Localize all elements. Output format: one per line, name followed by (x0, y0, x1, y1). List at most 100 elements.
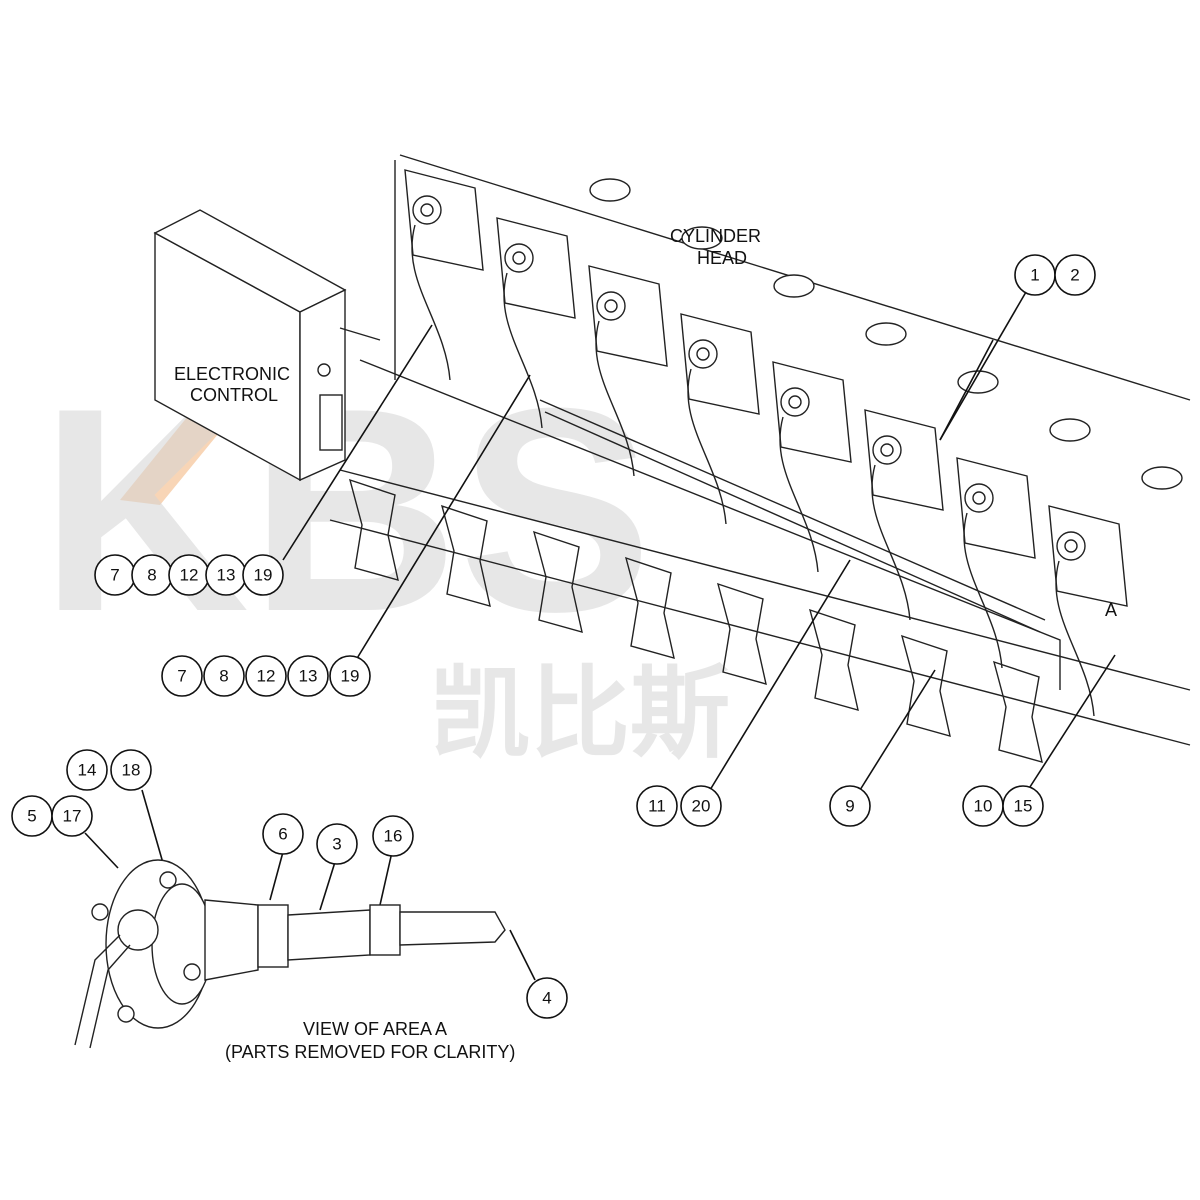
injector-port-icon (412, 195, 442, 225)
callout-number-4: 4 (542, 989, 551, 1008)
callout-balloon-7 (161, 655, 203, 697)
block-panel (624, 556, 675, 659)
callout-number-16: 16 (384, 827, 403, 846)
callout-number-20: 20 (692, 797, 711, 816)
injector-port-center (604, 299, 618, 313)
callout-balloon-15 (1002, 785, 1044, 827)
callout-balloon-3 (316, 823, 358, 865)
callout-balloon-2 (1054, 254, 1096, 296)
head-bolt-boss (1141, 466, 1183, 490)
callout-balloon-17 (51, 795, 93, 837)
callout-number-12: 12 (257, 667, 276, 686)
block-panel (440, 504, 491, 607)
view-caption-line2: (PARTS REMOVED FOR CLARITY) (225, 1042, 515, 1062)
engine-block (329, 154, 1191, 763)
fuel-line (871, 464, 911, 621)
leader-10-15 (1027, 654, 1116, 791)
block-panel (992, 660, 1043, 763)
injector-port-center (420, 203, 434, 217)
callout-balloon-18 (110, 749, 152, 791)
callout-balloon-13 (287, 655, 329, 697)
leader-6 (269, 851, 284, 901)
callout-balloon-16 (372, 815, 414, 857)
control-box-port (317, 363, 331, 377)
leader-14-18 (141, 789, 166, 871)
flange-bolt-top (159, 871, 177, 889)
leader-4 (509, 929, 536, 981)
engine-body-edge (359, 359, 1061, 690)
area-a-marker: A (1105, 600, 1117, 620)
callout-number-17: 17 (63, 807, 82, 826)
flange-bolt-right (183, 963, 201, 981)
injector-tip (399, 911, 506, 946)
head-bolt-boss (589, 178, 631, 202)
callout-number-13: 13 (217, 566, 236, 585)
head-bolt-boss (681, 226, 723, 250)
injector-port-icon (780, 387, 810, 417)
leader-1-2-b (939, 339, 994, 441)
callout-number-15: 15 (1014, 797, 1033, 816)
head-bolt-boss (1049, 418, 1091, 442)
fuel-line (963, 512, 1003, 669)
injector-port-center (512, 251, 526, 265)
fuel-rail (539, 399, 1046, 621)
flange-bolt-bottom (117, 1005, 135, 1023)
callout-number-7: 7 (110, 566, 119, 585)
fuel-line (411, 224, 451, 381)
fuel-line (1055, 560, 1095, 717)
electronic-label-line1: ELECTRONIC (174, 364, 290, 384)
callout-number-10: 10 (974, 797, 993, 816)
block-panel (716, 582, 767, 685)
callout-number-19: 19 (254, 566, 273, 585)
fuel-line (779, 416, 819, 573)
fuel-line (595, 320, 635, 477)
injector-port-center (696, 347, 710, 361)
block-panel (348, 478, 399, 581)
head-bolt-boss (865, 322, 907, 346)
leader-3 (319, 861, 336, 911)
callout-balloon-12 (245, 655, 287, 697)
flange-bolt-left (91, 903, 109, 921)
injector-port-icon (504, 243, 534, 273)
fuel-line (503, 272, 543, 429)
control-box-connectors (319, 394, 343, 451)
callout-number-5: 5 (27, 807, 36, 826)
callout-balloon-6 (262, 813, 304, 855)
head-bolt-boss (773, 274, 815, 298)
leader-11-20 (709, 559, 851, 791)
block-panel (532, 530, 583, 633)
fuel-rail-lower (544, 411, 1041, 633)
callout-number-8: 8 (147, 566, 156, 585)
injector-port-icon (688, 339, 718, 369)
watermark-text-cn: 凯比斯 (430, 658, 730, 770)
block-panel (808, 608, 859, 711)
injector-fuel-line (74, 934, 121, 1046)
callout-number-19: 19 (341, 667, 360, 686)
control-box-cable (339, 327, 381, 341)
callout-balloon-20 (680, 785, 722, 827)
injector-body (151, 883, 213, 1005)
injector-port-center (880, 443, 894, 457)
callout-number-14: 14 (78, 761, 97, 780)
valve-cover (588, 265, 668, 367)
valve-cover (956, 457, 1036, 559)
cylinder-head-label-line2: HEAD (697, 248, 747, 268)
injector-port-icon (872, 435, 902, 465)
control-box-side (299, 288, 346, 482)
view-caption-line1: VIEW OF AREA A (303, 1019, 447, 1039)
callout-number-7: 7 (177, 667, 186, 686)
callout-balloon-9 (829, 785, 871, 827)
callout-balloon-14 (66, 749, 108, 791)
block-side-panels (348, 478, 1043, 763)
injector-fitting (117, 909, 159, 951)
injector-port-icon (596, 291, 626, 321)
callout-balloon-11 (636, 785, 678, 827)
electronic-control-box: ELECTRONIC CONTROL (153, 209, 381, 482)
callout-balloon-19 (329, 655, 371, 697)
watermark-text: KBS (40, 348, 652, 672)
callout-number-3: 3 (332, 835, 341, 854)
leader-7-19-a (282, 324, 433, 561)
callout-balloon-4 (526, 977, 568, 1019)
